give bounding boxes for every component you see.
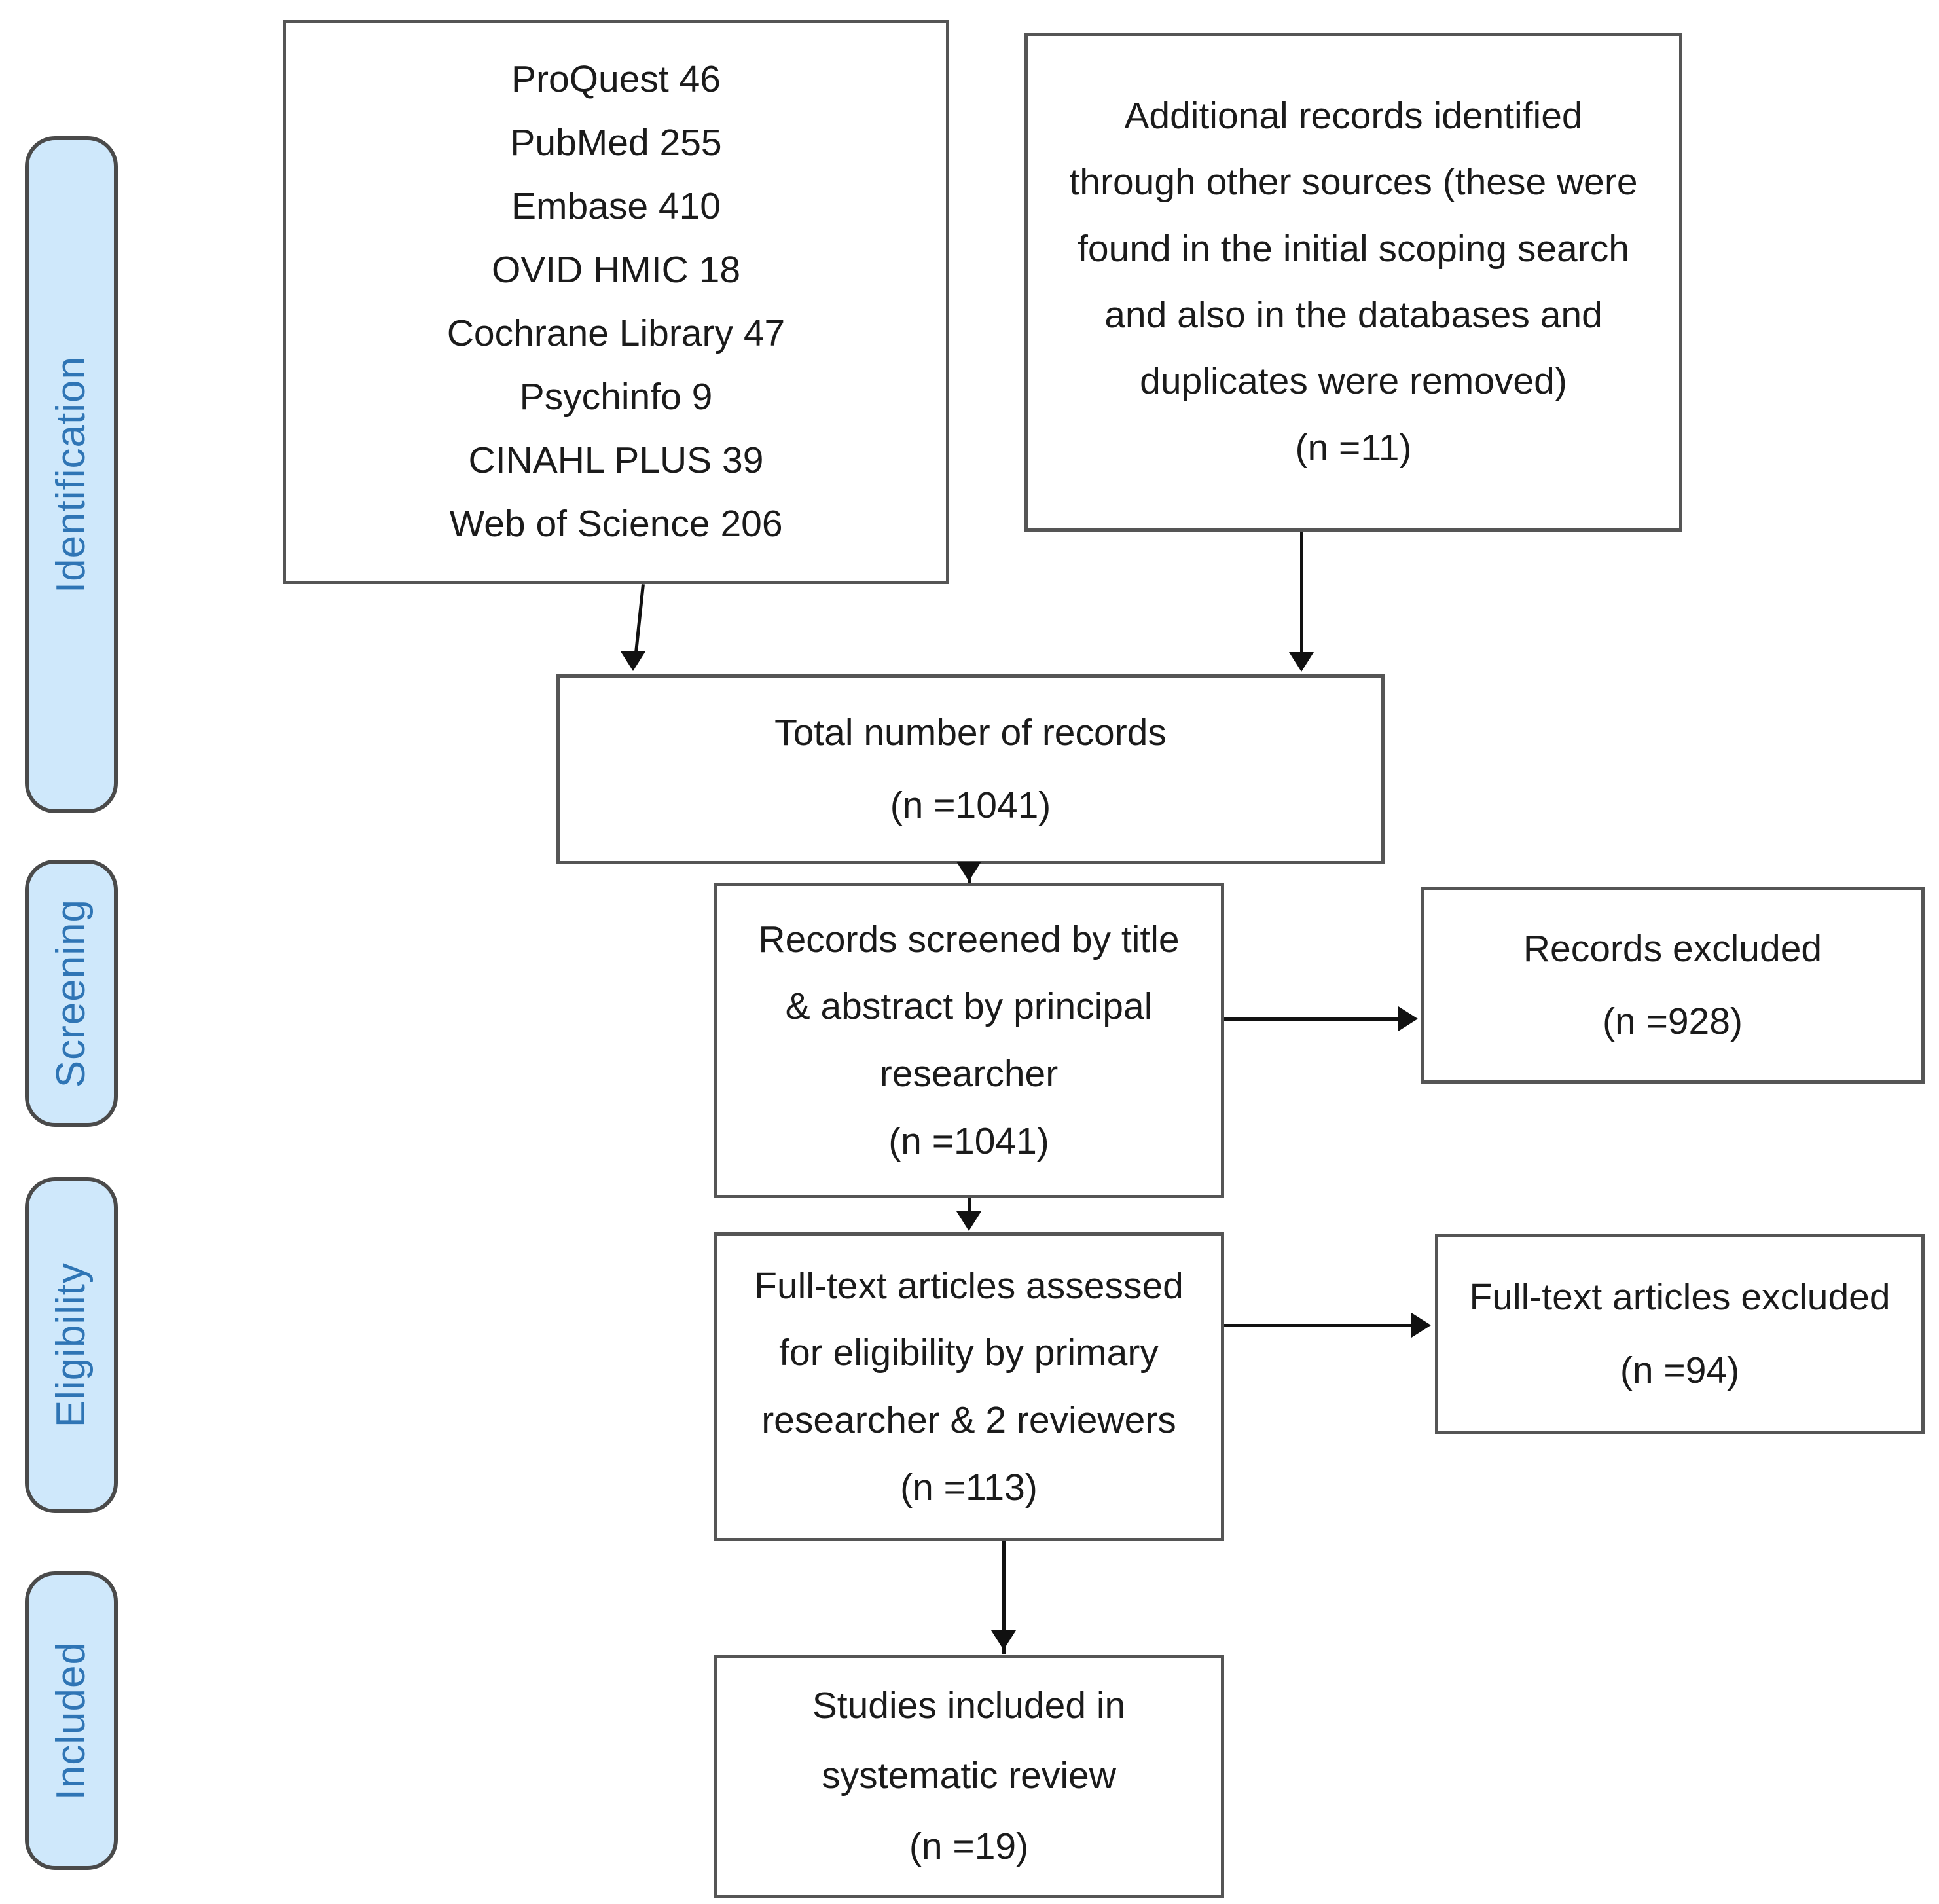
- stage-label-included-text: Included: [48, 1641, 94, 1801]
- fulltext-excluded-label: Full-text articles excluded: [1469, 1276, 1891, 1319]
- box-other-sources: Additional records identified through ot…: [1024, 33, 1682, 532]
- total-records-count: (n =1041): [890, 784, 1051, 826]
- fulltext-excluded-count: (n =94): [1620, 1349, 1740, 1391]
- other-sources-line-5: duplicates were removed): [1140, 360, 1567, 403]
- studies-included-line-2: systematic review: [822, 1755, 1116, 1797]
- fulltext-assessed-line-1: Full-text articles assessed: [754, 1264, 1184, 1307]
- other-sources-count: (n =11): [1295, 426, 1412, 469]
- connector-fulltext-to-excluded: [1224, 1324, 1414, 1327]
- fulltext-assessed-line-2: for eligibility by primary: [779, 1332, 1159, 1374]
- records-screened-line-3: researcher: [879, 1053, 1059, 1095]
- records-screened-count: (n =1041): [888, 1120, 1049, 1162]
- box-fulltext-excluded: Full-text articles excluded (n =94): [1435, 1234, 1925, 1434]
- records-screened-line-1: Records screened by title: [758, 918, 1180, 961]
- records-excluded-label: Records excluded: [1523, 927, 1822, 970]
- fulltext-assessed-line-3: researcher & 2 reviewers: [761, 1399, 1176, 1441]
- box-total-records: Total number of records (n =1041): [556, 674, 1385, 864]
- studies-included-line-1: Studies included in: [812, 1685, 1126, 1727]
- arrow-other-sources-to-total: [1289, 652, 1314, 672]
- records-screened-line-2: & abstract by principal: [785, 985, 1153, 1028]
- stage-label-identification-text: Identification: [48, 356, 94, 594]
- arrow-screened-to-fulltext: [956, 1211, 981, 1231]
- box-fulltext-assessed: Full-text articles assessed for eligibil…: [714, 1232, 1224, 1541]
- connector-screened-to-excluded: [1224, 1017, 1401, 1021]
- other-sources-line-3: found in the initial scoping search: [1078, 227, 1629, 270]
- other-sources-line-4: and also in the databases and: [1104, 294, 1603, 336]
- db-line-pubmed: PubMed 255: [510, 122, 722, 164]
- db-line-embase: Embase 410: [511, 185, 721, 228]
- box-studies-included: Studies included in systematic review (n…: [714, 1655, 1224, 1898]
- db-line-psychinfo: Psychinfo 9: [519, 375, 713, 418]
- stage-label-eligibility: Eligibility: [25, 1177, 118, 1513]
- connector-screened-to-fulltext: [968, 1198, 971, 1214]
- box-records-excluded: Records excluded (n =928): [1421, 887, 1925, 1084]
- arrow-fulltext-to-included: [991, 1630, 1016, 1650]
- other-sources-line-1: Additional records identified: [1124, 94, 1583, 137]
- arrow-databases-to-total: [621, 651, 645, 671]
- db-line-cinahl-plus: CINAHL PLUS 39: [468, 439, 764, 481]
- stage-label-screening-text: Screening: [48, 898, 94, 1088]
- arrow-screened-to-excluded: [1398, 1006, 1418, 1031]
- connector-fulltext-to-included: [1002, 1541, 1006, 1654]
- fulltext-assessed-count: (n =113): [900, 1466, 1038, 1509]
- other-sources-line-2: through other sources (these were: [1069, 161, 1638, 204]
- total-records-label: Total number of records: [774, 711, 1167, 754]
- connector-other-sources-to-total: [1300, 532, 1303, 660]
- stage-label-screening: Screening: [25, 860, 118, 1127]
- studies-included-count: (n =19): [909, 1825, 1029, 1867]
- db-line-web-of-science: Web of Science 206: [449, 502, 783, 545]
- arrow-total-to-screened: [956, 862, 981, 881]
- stage-label-eligibility-text: Eligibility: [48, 1262, 94, 1428]
- stage-label-included: Included: [25, 1571, 118, 1870]
- records-excluded-count: (n =928): [1603, 1000, 1743, 1042]
- db-line-proquest: ProQuest 46: [511, 58, 721, 101]
- arrow-fulltext-to-excluded: [1411, 1313, 1431, 1338]
- box-database-sources: ProQuest 46 PubMed 255 Embase 410 OVID H…: [283, 20, 949, 584]
- db-line-cochrane: Cochrane Library 47: [446, 312, 786, 354]
- box-records-screened: Records screened by title & abstract by …: [714, 883, 1224, 1198]
- db-line-ovid-hmic: OVID HMIC 18: [491, 249, 741, 291]
- stage-label-identification: Identification: [25, 136, 118, 813]
